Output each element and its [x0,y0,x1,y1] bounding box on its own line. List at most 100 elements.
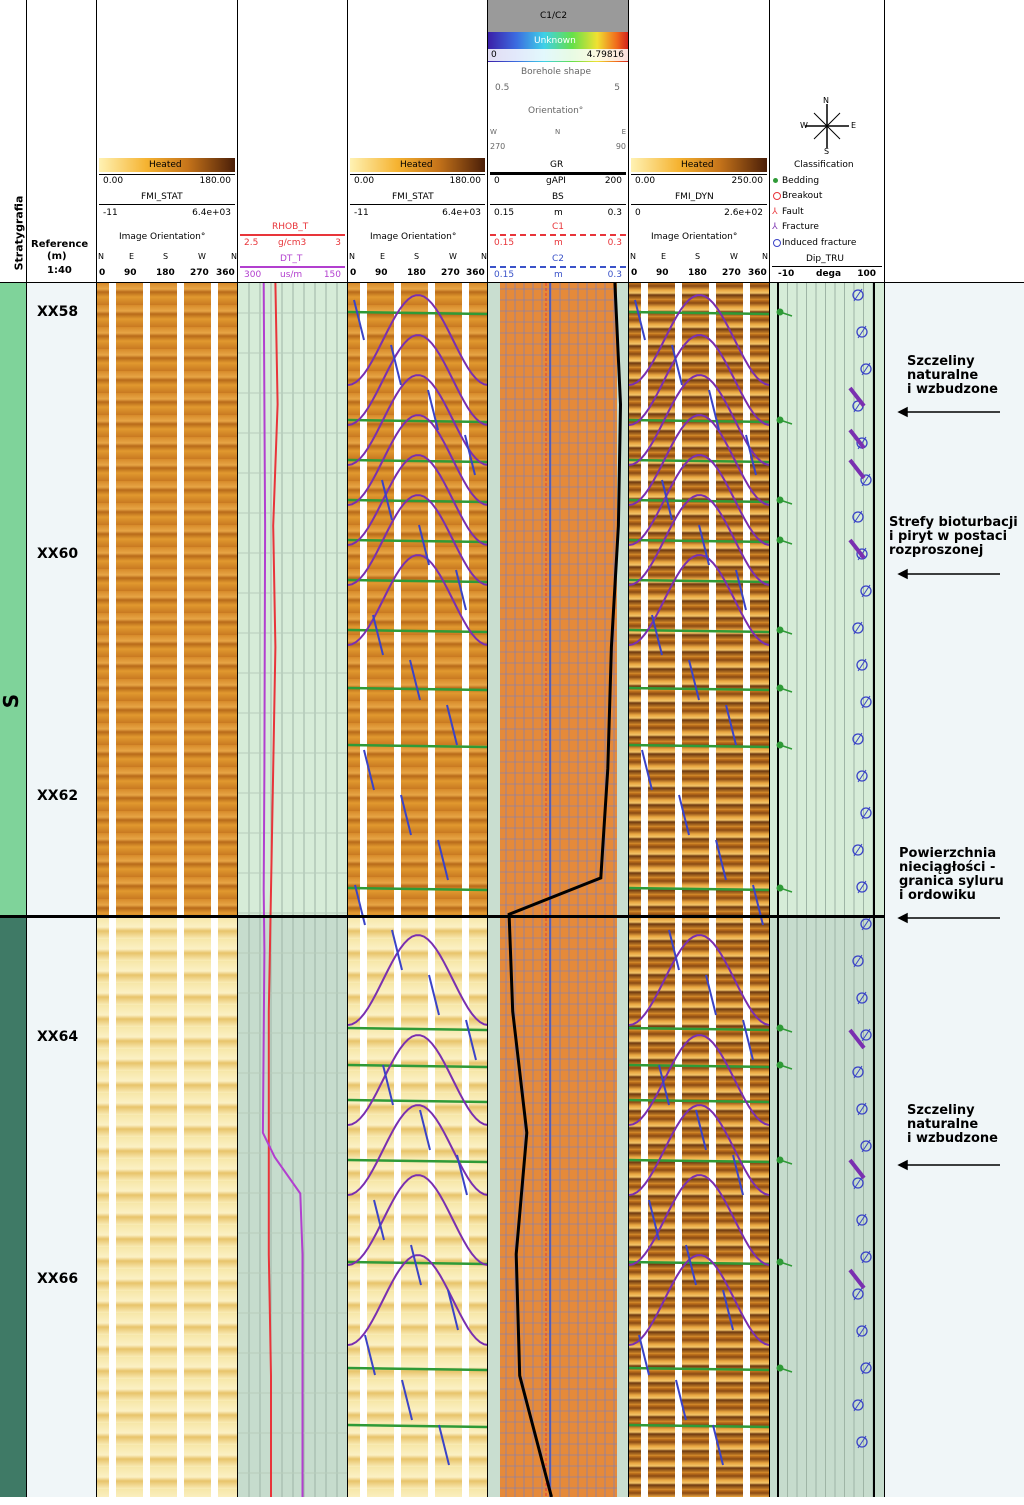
fracture-trace [752,884,764,926]
annotation-arrows [897,406,1000,1171]
induced-fracture-tadpole [860,696,872,708]
borehole-tube [500,283,617,1497]
annotation-fractures-lower: Szczeliny naturalne i wzbudzone [907,1103,998,1146]
logs-plot [238,282,347,1497]
bedding-trace [348,1063,487,1069]
bedding-trace [348,1098,487,1104]
bedding-tadpole-tail [779,629,793,635]
compass-icon [805,104,849,148]
dip-tadpole-plot [776,283,875,1497]
fracture-sinusoid [348,1254,487,1346]
fracture-sinusoid [629,494,769,586]
bedding-trace [629,1158,769,1164]
rhob-name: RHOB_T [272,222,309,232]
fracture-trace [354,884,366,926]
bedding-tadpole-tail [779,687,793,693]
fracture-trace [634,299,646,341]
induced-fracture-tail [857,1213,867,1227]
fmi-stat-colorbar [99,158,235,172]
bedding-trace [348,578,487,584]
fracture-trace [678,794,690,836]
dip-body-upper [770,283,884,917]
fracture-trace [373,1199,385,1241]
annotation-unconformity: Powierzchnia nieciągłości - granica sylu… [899,846,1004,903]
induced-fracture-tail [861,1139,871,1153]
fracture-sinusoid [348,1104,487,1196]
induced-fracture-tail [857,880,867,894]
induced-fracture-tail [853,843,863,857]
fracture-tadpole [848,428,866,450]
induced-fracture-tadpole [852,1066,864,1078]
fracture-trace [651,614,663,656]
induced-fracture-tail [861,1361,871,1375]
curve-gr [507,282,623,1497]
bedding-trace [348,498,487,504]
fracture-trace [381,479,393,521]
fracture-trace [464,434,476,476]
legend-fault-icon: ⅄ [772,207,778,217]
bedding-trace [629,1098,769,1104]
bedding-trace [629,578,769,584]
fracture-trace [353,299,365,341]
fracture-trace [648,1199,660,1241]
fracture-sinusoid [629,1034,769,1126]
curve-rhob_t [267,282,279,1497]
induced-fracture-tail [857,1102,867,1116]
bedding-trace [348,1366,487,1372]
fracture-trace [732,1154,744,1196]
fracture-trace [419,1109,431,1151]
induced-fracture-tadpole [856,326,868,338]
induced-fracture-tail [853,1065,863,1079]
bedding-tadpole-tail [779,1261,793,1267]
fracture-trace [401,1379,413,1421]
curve-scale: -11 6.4e+03 [99,204,235,218]
bedding-trace [348,1026,487,1032]
dt-name: DT_T [280,254,303,264]
fracture-tadpole [848,386,866,408]
induced-fracture-tail [853,1398,863,1412]
induced-fracture-tadpole [852,1399,864,1411]
induced-fracture-tail [853,1287,863,1301]
bedding-tadpole-tail [779,539,793,545]
induced-fracture-tail [861,1028,871,1042]
fracture-trace [745,434,757,476]
induced-fracture-tail [861,473,871,487]
fmi-stat-header: Heated 0.00 180.00 FMI_STAT -11 6.4e+03 … [97,0,237,283]
bedding-trace [629,628,769,634]
induced-fracture-tail [853,732,863,746]
fracture-sinusoid [629,294,769,386]
fracture-sinusoid [629,454,769,546]
induced-fracture-tail [861,917,871,931]
bedding-trace [348,886,487,892]
induced-fracture-tadpole [852,511,864,523]
bedding-trace [348,743,487,749]
fracture-trace [712,1424,724,1466]
bedding-trace [348,418,487,424]
track-logs: RHOB_T 2.5 g/cm3 3 DT_T 300 us/m 150 [238,0,348,1497]
fracture-trace [390,344,402,386]
induced-fracture-tadpole [860,918,872,930]
fracture-trace [638,1334,650,1376]
bedding-trace [629,686,769,692]
depth-label: XX62 [37,788,79,804]
fracture-trace [685,1244,697,1286]
stratigraphy-column: Stratygrafia S [0,0,27,1497]
fracture-trace [438,1424,450,1466]
induced-fracture-tadpole [856,881,868,893]
bedding-trace [629,418,769,424]
induced-fracture-tail [857,769,867,783]
induced-fracture-tadpole [856,548,868,560]
fracture-trace [446,704,458,746]
fracture-trace [465,1019,477,1061]
fracture-sinusoid [348,294,487,386]
fracture-sinusoid [629,334,769,426]
induced-fracture-tail [857,991,867,1005]
arrow-head-icon [897,1159,908,1171]
induced-fracture-tadpole [856,1214,868,1226]
depth-header: Reference (m) 1:40 [27,0,96,283]
fracture-trace [372,614,384,656]
track-fmi-dyn: Heated 0.00 250.00 FMI_DYN 0 2.6e+02 Ima… [629,0,770,1497]
induced-fracture-tail [857,1435,867,1449]
fmi-stat2-header: Heated 0.00 180.00 FMI_STAT -11 6.4e+03 … [348,0,487,283]
strat-silurian: S [0,283,26,917]
